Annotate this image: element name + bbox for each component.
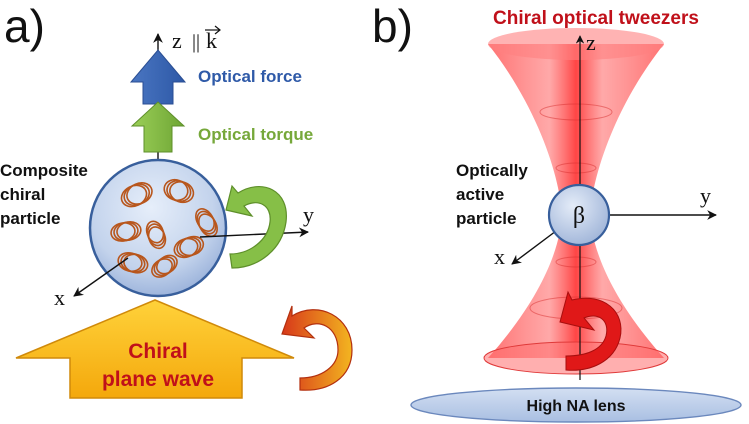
composite-label-line-2: chiral (0, 185, 45, 204)
panel-a-y-axis (199, 227, 309, 238)
chiral-plane-wave-arrow (15, 299, 295, 399)
panel-a-y-label: y (303, 202, 314, 227)
rotation-curl-arrow (225, 184, 287, 269)
beam-top-ellipse (488, 28, 664, 60)
chiral-coils (110, 178, 218, 278)
beam-wavefront-2 (555, 162, 597, 174)
wave-label-line-2: plane wave (102, 368, 214, 391)
panel-a-parallel-symbol: || (192, 31, 200, 53)
panel-b-label: b) (372, 0, 413, 52)
optical-force-arrow (129, 49, 187, 105)
panel-a-k-label: k (206, 28, 217, 53)
panel-a-z-label: z (172, 28, 182, 53)
beam-rotation-curl-arrow (559, 290, 622, 371)
optically-active-label-line-1: Optically (456, 161, 528, 180)
composite-label-line-1: Composite (0, 161, 88, 180)
composite-label-line-3: particle (0, 209, 60, 228)
panel-b-y-label: y (700, 183, 711, 208)
vector-arrowhead-icon (214, 25, 221, 35)
panel-b-z-label: z (586, 30, 596, 55)
optically-active-particle (547, 183, 611, 247)
lens-label: High NA lens (527, 398, 626, 415)
optically-active-label-line-3: particle (456, 209, 516, 228)
high-na-lens (410, 387, 742, 423)
panel-a-label: a) (4, 0, 45, 52)
optically-active-label-line-2: active (456, 185, 504, 204)
panel-b-x-axis (511, 227, 561, 265)
beam-wavefront-3 (555, 256, 597, 268)
panel-b-x-label: x (494, 244, 505, 269)
panel-b-title: Chiral optical tweezers (493, 8, 699, 29)
particle-beta-symbol: β (573, 203, 585, 229)
wave-label-line-1: Chiral (128, 340, 188, 363)
wave-rotation-curl-arrow (281, 305, 353, 391)
panel-a-x-label: x (54, 285, 65, 310)
optical-torque-arrow (130, 101, 186, 153)
panel-a-x-axis (73, 257, 129, 297)
optical-torque-label: Optical torque (198, 125, 313, 144)
beam-wavefront-1 (539, 103, 613, 121)
optical-force-label: Optical force (198, 67, 302, 86)
